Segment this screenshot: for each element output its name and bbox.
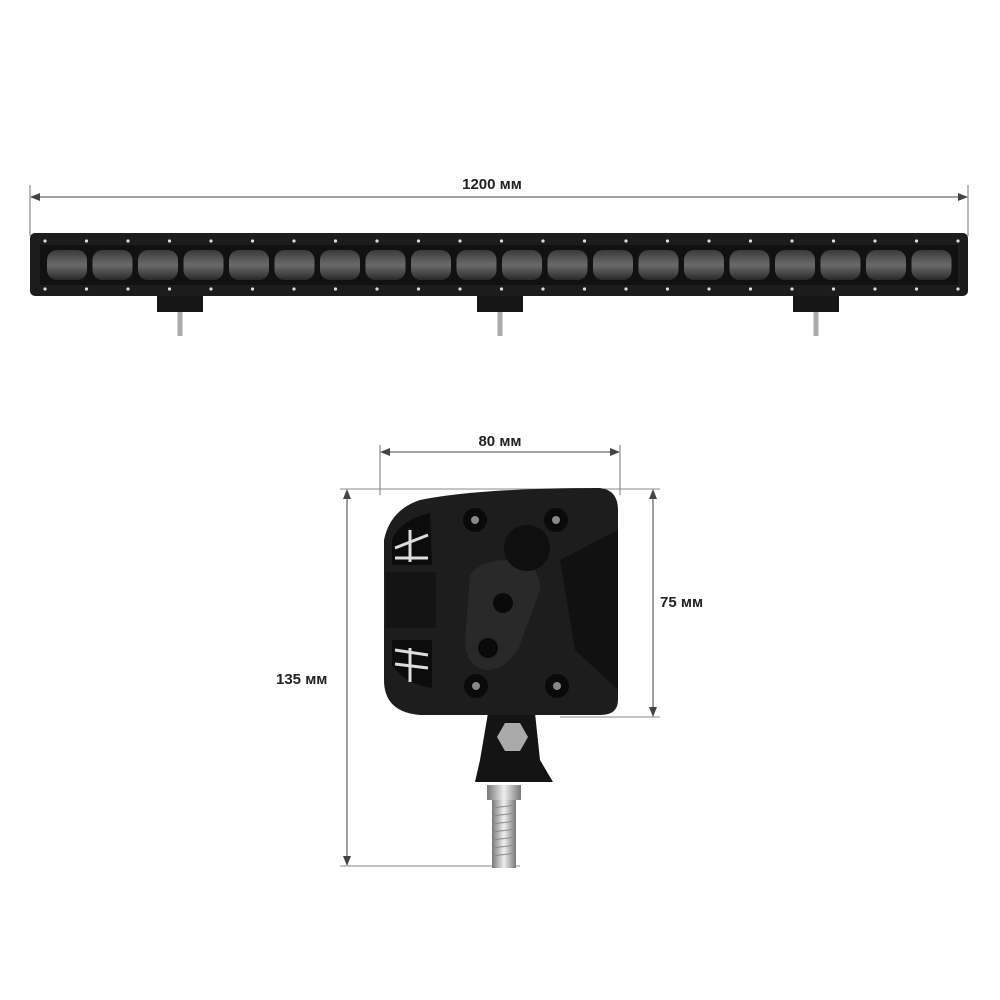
length-label: 1200 мм xyxy=(462,176,522,193)
led-lenses xyxy=(47,250,952,280)
led-lens xyxy=(684,250,724,280)
led-lens xyxy=(502,250,542,280)
screw xyxy=(43,287,47,291)
led-lens xyxy=(638,250,679,280)
screw xyxy=(292,239,296,243)
screw xyxy=(665,287,670,291)
screw xyxy=(209,239,213,243)
total-height-dimension: 135 мм xyxy=(276,489,351,866)
led-lens xyxy=(47,250,87,280)
led-lens xyxy=(320,250,360,280)
screw xyxy=(873,287,877,291)
led-lens xyxy=(729,250,770,280)
screw xyxy=(84,287,89,291)
screw xyxy=(582,239,587,243)
screw xyxy=(748,287,753,291)
bar-screws xyxy=(43,239,960,291)
screw xyxy=(873,239,877,243)
screw xyxy=(831,287,836,291)
mount-bracket xyxy=(793,296,839,312)
screw xyxy=(250,239,255,243)
screw xyxy=(541,239,545,243)
screw xyxy=(831,239,836,243)
led-lens xyxy=(411,250,451,280)
screw xyxy=(84,239,89,243)
mount-bracket xyxy=(157,296,203,312)
body-height-label: 75 мм xyxy=(660,594,703,611)
total-height-label: 135 мм xyxy=(276,671,327,688)
led-lens xyxy=(547,250,588,280)
screw xyxy=(499,239,504,243)
led-lens xyxy=(456,250,497,280)
led-lens xyxy=(138,250,178,280)
screw xyxy=(956,239,960,243)
led-lens xyxy=(92,250,133,280)
led-lens xyxy=(593,250,633,280)
screw xyxy=(167,239,172,243)
screw xyxy=(333,239,338,243)
bar-mounts xyxy=(157,296,839,336)
screw xyxy=(665,239,670,243)
led-lens xyxy=(866,250,906,280)
length-dimension: 1200 мм xyxy=(29,176,969,236)
screw xyxy=(790,239,794,243)
width-label: 80 мм xyxy=(478,433,521,450)
screw xyxy=(624,287,628,291)
screw xyxy=(292,287,296,291)
screw xyxy=(416,287,421,291)
led-lens xyxy=(183,250,224,280)
screw xyxy=(541,287,545,291)
screw xyxy=(416,239,421,243)
housing-screws xyxy=(463,508,569,698)
mount-bracket xyxy=(477,296,523,312)
led-lens xyxy=(274,250,315,280)
screw xyxy=(126,287,130,291)
screw xyxy=(624,239,628,243)
screw xyxy=(250,287,255,291)
screw xyxy=(707,239,711,243)
screw xyxy=(458,239,462,243)
screw xyxy=(707,287,711,291)
screw xyxy=(914,287,919,291)
body-height-dimension: 75 мм xyxy=(649,489,703,717)
led-lens xyxy=(820,250,861,280)
mount-bolt xyxy=(813,312,819,336)
led-lens xyxy=(775,250,815,280)
led-lens xyxy=(229,250,269,280)
screw xyxy=(458,287,462,291)
light-side-view xyxy=(384,488,618,868)
screw xyxy=(333,287,338,291)
mount-bolt xyxy=(177,312,183,336)
screw xyxy=(956,287,960,291)
screw xyxy=(748,239,753,243)
screw xyxy=(126,239,130,243)
screw xyxy=(375,239,379,243)
led-lens xyxy=(911,250,952,280)
screw xyxy=(499,287,504,291)
led-lens xyxy=(365,250,406,280)
width-dimension: 80 мм xyxy=(379,433,621,495)
screw xyxy=(375,287,379,291)
light-bar-front-view xyxy=(30,233,968,336)
screw xyxy=(209,287,213,291)
screw xyxy=(790,287,794,291)
screw xyxy=(43,239,47,243)
mount-bolt xyxy=(497,312,503,336)
screw xyxy=(914,239,919,243)
screw xyxy=(582,287,587,291)
screw xyxy=(167,287,172,291)
